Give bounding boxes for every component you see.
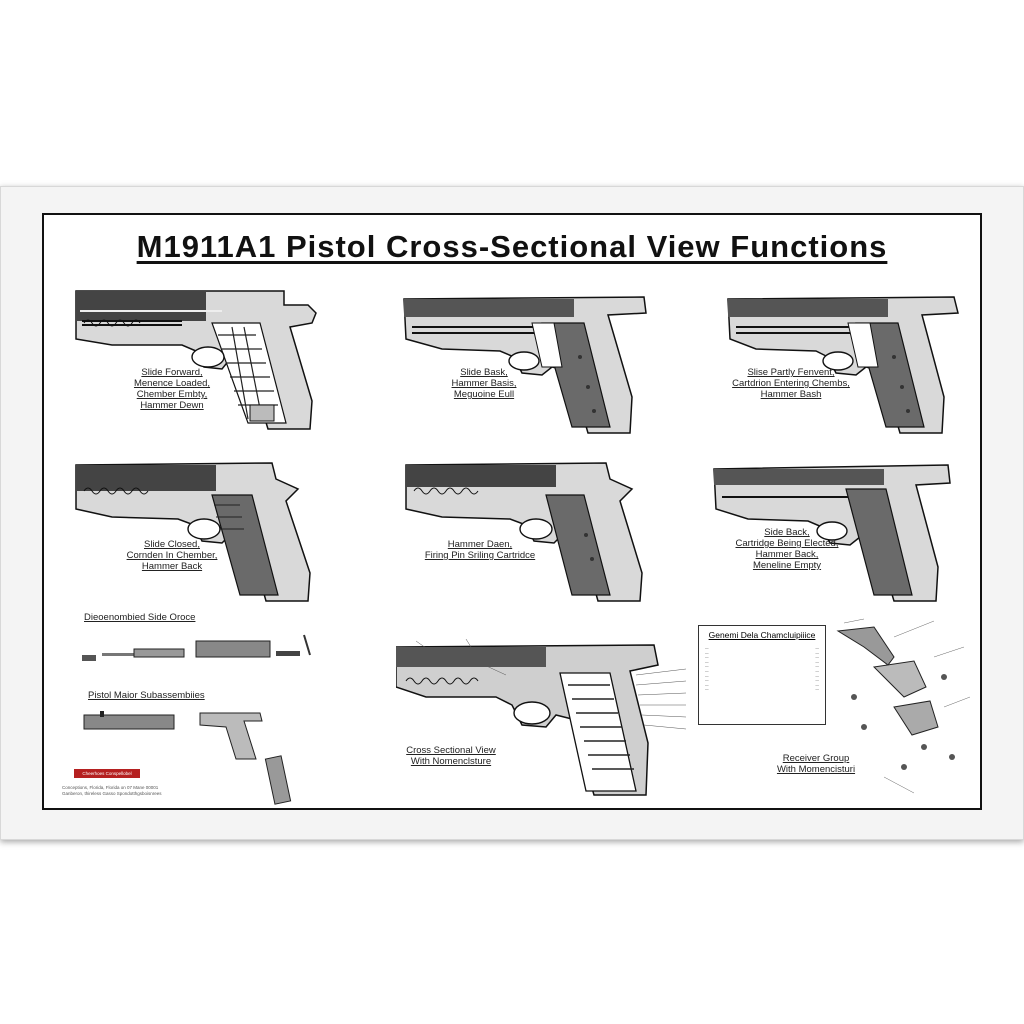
general-data-rows: —— —— —— —— —— —— —— —— —— —— <box>705 646 819 692</box>
panel-6-caption: Side Back, Cartridge Being Elected, Hamm… <box>735 527 839 571</box>
pistol-cutaway-1-illustration <box>75 290 317 430</box>
pistol-cutaway-5-illustration <box>405 462 643 602</box>
pistol-panel-4: Slide Closed, Cornden In Chember, Hammer… <box>72 455 322 605</box>
pistol-panel-2: Slide Bask, Hammer Basis, Meguoine Eull <box>402 287 652 437</box>
poster: M1911A1 Pistol Cross-Sectional View Func… <box>42 213 982 810</box>
general-data-box: Genemi Dela Chamcluipiiice —— —— —— —— —… <box>698 625 826 725</box>
credit-text: Conceptions, Florida, Florida on 07 Mane… <box>62 785 162 796</box>
pistol-panel-1: Slide Forward, Menence Loaded, Chember E… <box>72 283 322 433</box>
disassembled-slide-title: Dieoenombied Side Oroce <box>84 612 196 623</box>
pistol-cutaway-2-illustration <box>403 296 647 434</box>
panel-4-caption: Slide Closed, Cornden In Chember, Hammer… <box>126 539 218 572</box>
general-data-title: Genemi Dela Chamcluipiiice <box>708 630 816 640</box>
publisher-logo: Cheerhoes Conspellobel <box>74 769 140 778</box>
panel-3-caption: Slise Partly Fenvent, Cartdrion Entering… <box>732 367 850 400</box>
panel-5-caption: Hammer Daen, Firing Pin Sriling Cartridc… <box>424 539 536 561</box>
panel-1-caption: Slide Forward, Menence Loaded, Chember E… <box>133 367 211 411</box>
panel-2-caption: Slide Bask, Hammer Basis, Meguoine Eull <box>451 367 517 400</box>
poster-title: M1911A1 Pistol Cross-Sectional View Func… <box>136 229 888 264</box>
pistol-cutaway-3-illustration <box>727 296 959 434</box>
subassemblies-title: Pistol Maior Subassembiies <box>88 690 205 701</box>
slide-parts-illustration <box>82 634 311 661</box>
subassemblies-illustration <box>83 711 292 805</box>
cross-section-illustration <box>396 638 687 796</box>
pistol-panel-5: Hammer Daen, Firing Pin Sriling Cartridc… <box>402 455 652 605</box>
receiver-exploded-illustration <box>836 618 971 794</box>
receiver-caption: Receiver Group With Momencisturi <box>776 753 856 775</box>
cross-section-caption: Cross Sectional View With Nomenclsture <box>406 745 496 767</box>
pistol-cutaway-4-illustration <box>75 462 311 602</box>
pistol-panel-6: Side Back, Cartridge Being Elected, Hamm… <box>712 455 962 605</box>
pistol-panel-3: Slise Partly Fenvent, Cartdrion Entering… <box>726 287 976 437</box>
pistol-cutaway-6-illustration <box>713 464 951 602</box>
